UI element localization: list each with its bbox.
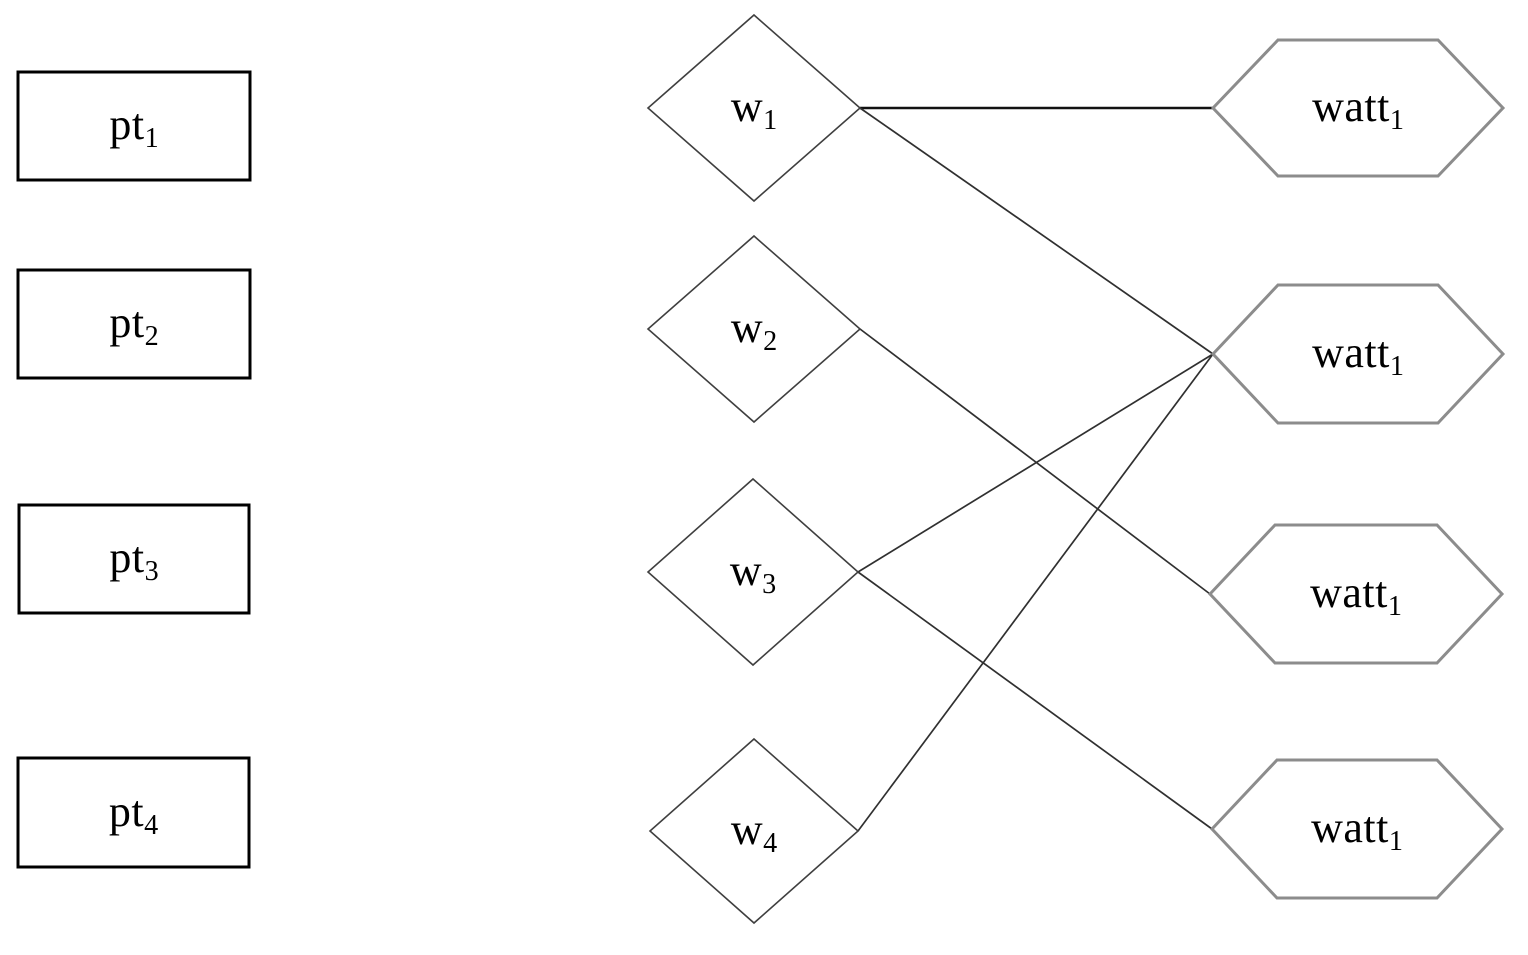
pt1-label-subscript: 1 [144,122,159,154]
pt1-label-base: pt [109,99,145,149]
pt4-label-base: pt [108,786,145,836]
pt2-label: pt2 [109,297,159,352]
watt4-label: watt1 [1311,802,1403,857]
watt2-label-base: watt [1312,327,1390,377]
edge-w2-watt3 [859,328,1211,595]
w4-label-subscript: 4 [763,827,778,859]
pt2-label-subscript: 2 [144,320,159,352]
w2-label-subscript: 2 [763,325,778,357]
hexagon-node-watt3 [1207,523,1505,665]
w4-label: w4 [730,804,778,859]
w1-label: w1 [730,81,778,136]
hexagon-node-watt2 [1210,283,1506,425]
watt4-label-base: watt [1311,802,1389,852]
entity-box-pt4 [16,756,251,869]
edge-w1-watt2 [859,107,1214,355]
diamond-node-w3 [646,477,860,667]
pt4-label: pt4 [109,789,158,839]
diamond-node-w4 [648,737,860,925]
entity-box-pt2 [16,268,252,380]
entity-box-pt1 [16,70,252,182]
hexagon-node-watt4 [1209,758,1505,900]
pt3-label-base: pt [109,532,145,582]
edge-w4-watt2 [857,353,1214,832]
pt2-label-base: pt [109,297,145,347]
pt1-label: pt1 [109,99,159,154]
watt3-label-subscript: 1 [1387,590,1402,622]
hexagon-node-watt1 [1210,38,1506,178]
w3-label-base: w [729,545,763,595]
watt4-label-subscript: 1 [1388,825,1403,857]
w1-label-base: w [730,81,764,131]
watt1-label-base: watt [1312,81,1390,131]
watt3-label-base: watt [1310,567,1388,617]
entity-box-pt3 [17,503,251,615]
edge-w3-watt4 [857,571,1213,830]
pt4-label-subscript: 4 [144,809,159,841]
watt1-label: watt1 [1312,81,1404,136]
w4-label-base: w [730,804,764,854]
pt3-label-subscript: 3 [144,555,159,587]
w1-label-subscript: 1 [763,104,778,136]
watt1-label-subscript: 1 [1389,104,1404,136]
w2-label: w2 [730,302,778,357]
w3-label: w3 [729,545,777,600]
diamond-node-w2 [646,234,862,424]
w2-label-base: w [730,302,764,352]
watt2-label-subscript: 1 [1389,350,1404,382]
pt3-label: pt3 [109,532,159,587]
edge-w3-watt2 [857,353,1214,573]
watt3-label: watt1 [1310,567,1402,622]
diamond-node-w1 [646,13,862,203]
w3-label-subscript: 3 [762,568,777,600]
watt2-label: watt1 [1312,327,1404,382]
